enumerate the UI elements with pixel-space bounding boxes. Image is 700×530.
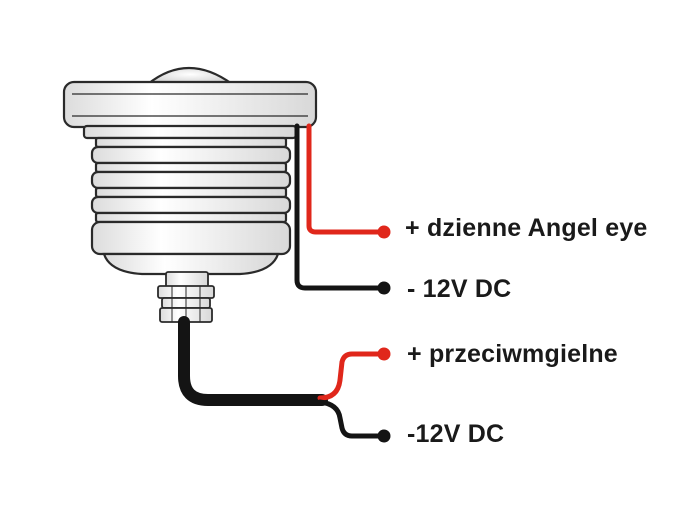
wire-ground-bottom	[317, 399, 387, 439]
cable-gland	[157, 271, 215, 323]
wires-upper	[294, 123, 387, 291]
label-ground-top: - 12V DC	[407, 275, 512, 303]
label-daytime-angel-eye: + dzienne Angel eye	[405, 214, 648, 242]
label-ground-bottom: -12V DC	[407, 420, 505, 448]
terminal-daytime	[377, 225, 391, 239]
label-fog-light: + przeciwmgielne	[407, 340, 618, 368]
lamp-base	[102, 252, 280, 276]
lamp-bezel	[62, 80, 318, 129]
cable-main	[178, 316, 328, 406]
terminal-ground-top	[377, 281, 391, 295]
wire-ground-top	[294, 123, 387, 291]
terminal-fog	[377, 347, 391, 361]
lamp-housing	[62, 66, 318, 323]
terminal-ground-bottom	[377, 429, 391, 443]
wires-lower	[178, 316, 387, 439]
wire-fog-positive	[317, 351, 387, 401]
wire-daytime-positive	[306, 123, 387, 235]
lamp-thread	[82, 124, 298, 256]
